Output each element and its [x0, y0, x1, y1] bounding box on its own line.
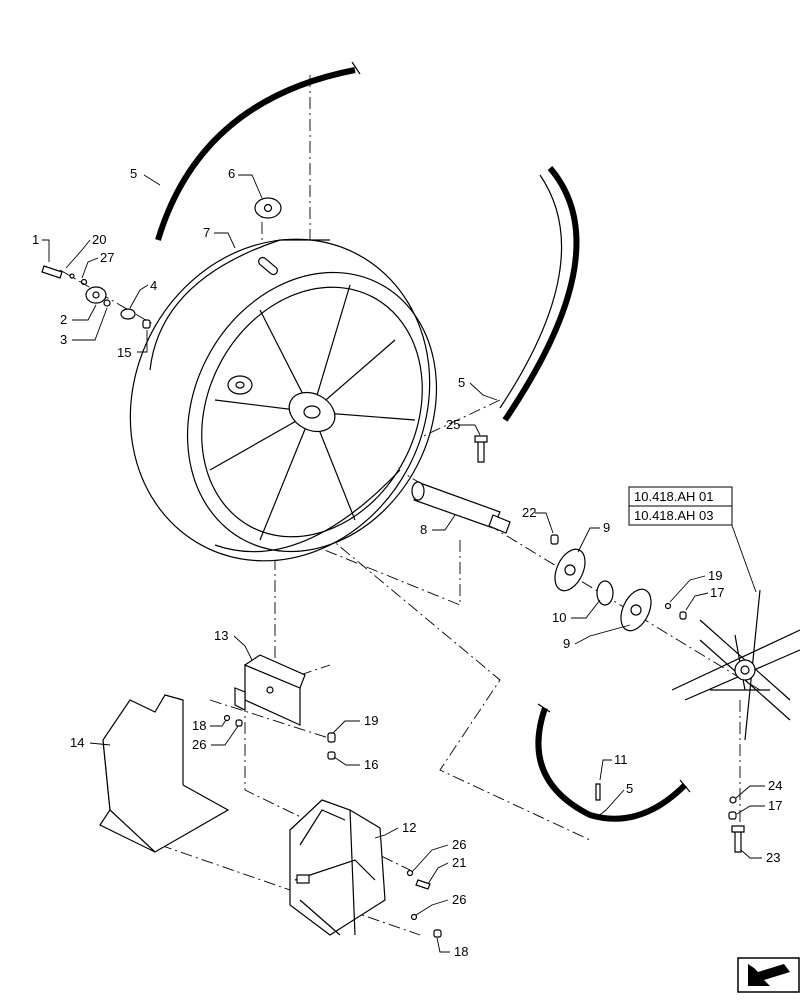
callout-6: 6: [228, 166, 235, 181]
reference-label-ref1: 10.418.AH 01: [634, 489, 714, 504]
callout-5-top: 5: [130, 166, 137, 181]
rim-segment-top-left: [155, 61, 361, 241]
callout-12: 12: [402, 820, 416, 835]
pin-11: [595, 783, 601, 801]
callout-22: 22: [522, 505, 536, 520]
left-hardware: [41, 265, 151, 329]
callout-17-right: 17: [710, 585, 724, 600]
callout-7: 7: [203, 225, 210, 240]
bolt-25: [474, 435, 488, 463]
callout-17-bottom: 17: [768, 798, 782, 813]
callout-19-right: 19: [708, 568, 722, 583]
callout-11: 11: [614, 752, 628, 767]
next-page-arrow-icon[interactable]: [737, 957, 800, 993]
callout-10: 10: [552, 610, 566, 625]
callout-21: 21: [452, 855, 466, 870]
callout-26-left: 26: [192, 737, 206, 752]
callout-3: 3: [60, 332, 67, 347]
callout-26-bottom: 26: [452, 892, 466, 907]
bearing-assembly: [550, 534, 687, 632]
rim-segment-bottom: [535, 703, 691, 822]
callout-19-center: 19: [364, 713, 378, 728]
callout-15: 15: [117, 345, 131, 360]
flange-plate: [254, 197, 282, 219]
tray-14: [99, 694, 230, 853]
callout-23: 23: [766, 850, 780, 865]
callout-25: 25: [446, 417, 460, 432]
reference-label-ref2: 10.418.AH 03: [634, 508, 714, 523]
drum-wheel: [129, 238, 438, 562]
callout-26-center: 26: [452, 837, 466, 852]
bracket-13: [234, 654, 306, 726]
callout-5-bottom: 5: [626, 781, 633, 796]
small-hardware: [223, 714, 442, 938]
callout-labels: 1 20 27 2 3 4 15 5 6 7 5 25 8 22 9 19 17…: [32, 166, 782, 959]
callout-2: 2: [60, 312, 67, 327]
callout-24: 24: [768, 778, 782, 793]
callout-16: 16: [364, 757, 378, 772]
reference-ref2[interactable]: 10.418.AH 03: [628, 505, 733, 526]
slotted-link: [258, 256, 278, 276]
callout-4: 4: [150, 278, 157, 293]
rim-segment-right: [499, 166, 580, 422]
bottom-right-hardware: [728, 796, 745, 853]
callout-13: 13: [214, 628, 228, 643]
reference-ref1[interactable]: 10.418.AH 01: [628, 486, 733, 507]
callout-18-left: 18: [192, 718, 206, 733]
fan-rotor: [671, 589, 801, 741]
callout-5-right: 5: [458, 375, 465, 390]
callout-1: 1: [32, 232, 39, 247]
shaft: [411, 481, 511, 534]
support-frame-12: [289, 799, 386, 936]
callout-9-top: 9: [603, 520, 610, 535]
callout-14: 14: [70, 735, 84, 750]
callout-27: 27: [100, 250, 114, 265]
callout-20: 20: [92, 232, 106, 247]
callout-18-bottom: 18: [454, 944, 468, 959]
callout-8: 8: [420, 522, 427, 537]
leader-lines: [42, 174, 765, 953]
callout-9-bottom: 9: [563, 636, 570, 651]
